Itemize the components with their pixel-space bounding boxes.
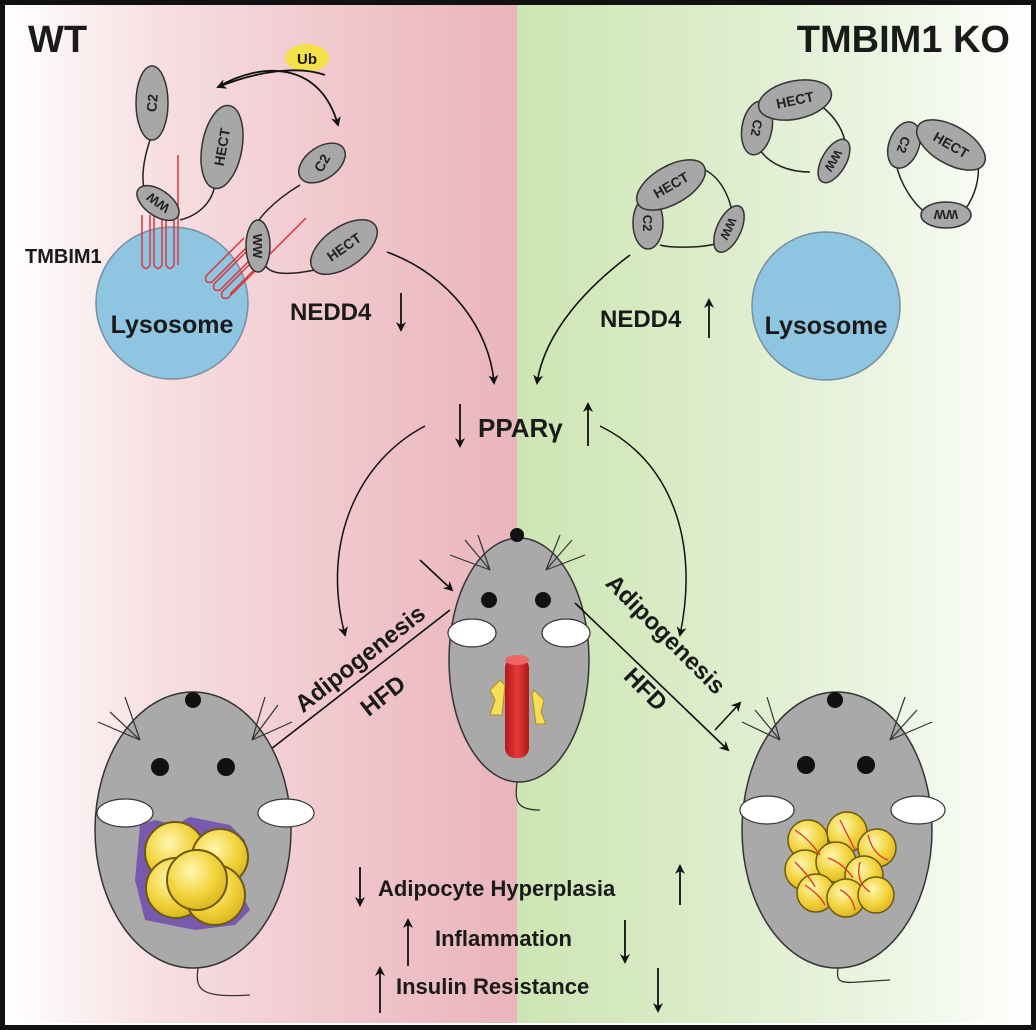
wt-lysosome [95,226,249,380]
pparg-to-ko-adipogenesis-arrow [599,425,687,637]
ko-hfd-arrow [574,602,730,752]
ko-nedd4-to-pparg-arrow [533,254,631,385]
wt-hfd-label: HFD [356,670,411,722]
wt-nedd4-to-pparg-arrow [386,251,499,385]
ub-transfer-arrow-back [216,69,326,89]
c2-domain-label: C2 [311,151,334,175]
ko-nedd4-molecule-1: C2 HECT WW [632,159,745,253]
hect-domain-label: HECT [775,88,816,112]
hect-domain-label: HECT [211,126,233,167]
tmbim1-label: TMBIM1 [25,246,102,268]
c2-domain-label: C2 [894,134,914,155]
wt-hfd-mouse [94,691,315,997]
wt-nedd4-molecule-2: C2 WW HECT [245,142,378,276]
c2-domain-label: C2 [143,93,161,112]
pparg-to-wt-adipogenesis-arrow [336,425,426,637]
ko-nedd4-molecule-3: C2 HECT WW [886,119,987,229]
outcome-label: Adipocyte Hyperplasia [378,876,616,901]
c2-domain-label: C2 [640,215,655,232]
ub-label: Ub [297,51,317,68]
wt-nedd4-molecule-1: C2 HECT WW [135,65,244,222]
outcome-adipocyte-hyperplasia: Adipocyte Hyperplasia [355,864,685,907]
ko-title: TMBIM1 KO [797,19,1010,61]
ub-transfer-arrow [217,70,341,127]
ko-hfd-label: HFD [618,663,672,717]
outcome-inflammation: Inflammation [403,918,630,966]
ko-lysosome-label: Lysosome [765,312,888,340]
c2-domain-label: C2 [748,118,766,137]
ub-badge: Ub [285,44,329,72]
ko-nedd4-molecule-2: C2 HECT WW [740,79,851,184]
wt-adipogenesis-down-arrow [419,559,454,592]
wt-nedd4-label: NEDD4 [290,299,372,326]
ko-adipogenesis-up-arrow [714,701,742,731]
ww-domain-label: WW [250,234,265,259]
pparg-label: PPARγ [478,413,563,443]
outcome-insulin-resistance: Insulin Resistance [375,966,663,1013]
wt-title: WT [28,19,87,61]
ww-domain-label: WW [933,207,958,222]
tmbim1-protein-2 [204,217,307,300]
wt-hfd-arrow [251,609,451,765]
ko-nedd4-label: NEDD4 [600,306,682,333]
ko-hfd-mouse [739,691,946,984]
aorta-icon [505,658,529,758]
ko-lysosome [751,231,901,381]
outcome-label: Insulin Resistance [396,974,589,999]
wt-lysosome-label: Lysosome [111,311,234,339]
center-mouse [447,528,591,811]
outcome-label: Inflammation [435,926,572,951]
